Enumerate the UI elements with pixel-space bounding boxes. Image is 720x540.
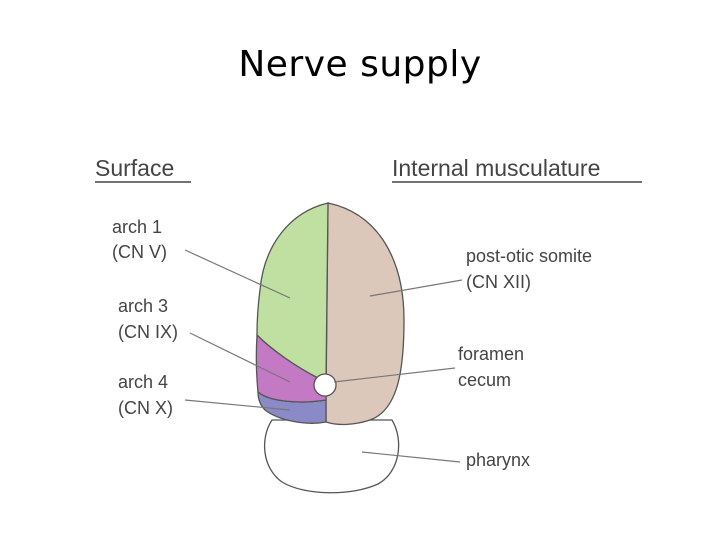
somite-name-label: post-otic somite: [466, 246, 592, 266]
arch1-nerve-label: (CN V): [112, 242, 167, 262]
pharynx-leader-line: [361, 451, 461, 463]
arch4-name-label: arch 4: [118, 372, 168, 392]
page-title: Nerve supply: [238, 44, 482, 85]
pharynx-region: [263, 419, 400, 494]
foramen-label-line1: foramen: [458, 344, 524, 364]
internal-musculature-region: [325, 202, 405, 426]
arch1-leader-line: [184, 249, 291, 299]
somite-nerve-label: (CN XII): [466, 272, 531, 292]
arch3-name-label: arch 3: [118, 296, 168, 316]
foramen-leader-line: [333, 367, 456, 383]
arch4-leader-line: [184, 399, 291, 411]
somite-leader-line: [369, 279, 463, 297]
arch1-region: [256, 202, 329, 384]
arch3-leader-line: [189, 332, 291, 383]
pharynx-label: pharynx: [466, 450, 530, 470]
arch3-nerve-label: (CN IX): [118, 322, 178, 342]
internal-header: Internal musculature: [392, 155, 600, 181]
foramen-label-line2: cecum: [458, 370, 511, 390]
arch4-nerve-label: (CN X): [118, 398, 173, 418]
arch1-name-label: arch 1: [112, 217, 162, 237]
surface-header: Surface: [95, 155, 174, 181]
foramen-cecum-mark: [313, 373, 337, 397]
